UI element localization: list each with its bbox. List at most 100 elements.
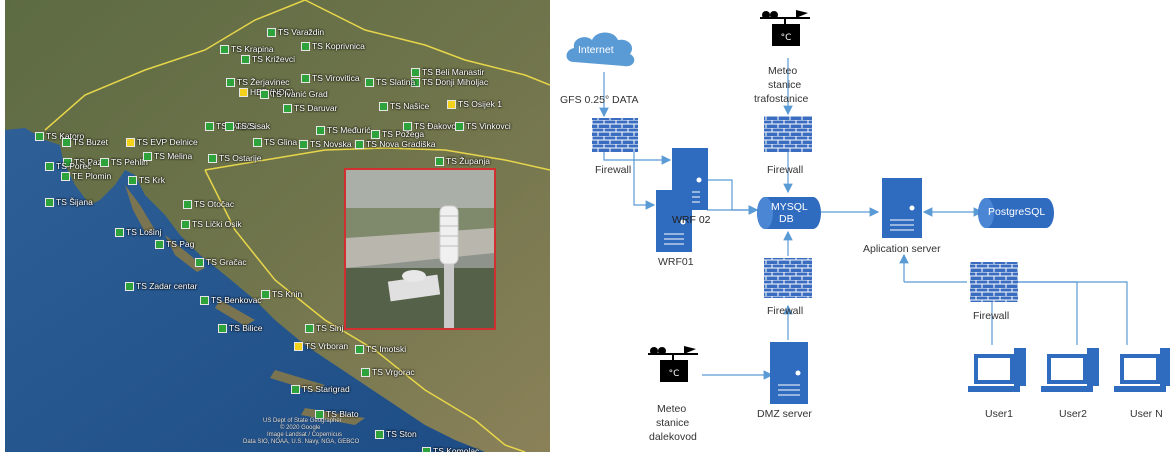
substation-marker-icon[interactable]: [301, 42, 310, 51]
substation-marker-icon[interactable]: [365, 78, 374, 87]
station-label: TS Požega: [382, 129, 425, 139]
substation-marker-icon[interactable]: [267, 28, 276, 37]
substation-marker-icon[interactable]: [411, 68, 420, 77]
firewall-icon: [764, 258, 812, 298]
substation-marker-icon[interactable]: [435, 157, 444, 166]
dmz-server-label: DMZ server: [757, 408, 812, 420]
substation-marker-icon[interactable]: [301, 74, 310, 83]
wrf02-label: WRF 02: [672, 214, 711, 226]
station-label: TS Našice: [390, 101, 430, 111]
substation-marker-icon[interactable]: [35, 132, 44, 141]
meteo-bottom-line3: dalekovod: [649, 431, 697, 443]
gfs-data-label: GFS 0.25° DATA: [560, 94, 639, 106]
substation-yellow-marker-icon[interactable]: [294, 342, 303, 351]
substation-marker-icon[interactable]: [225, 122, 234, 131]
substation-marker-icon[interactable]: [403, 122, 412, 131]
substation-marker-icon[interactable]: [315, 410, 324, 419]
substation-marker-icon[interactable]: [455, 122, 464, 131]
station-label: TS Sisak: [236, 121, 271, 131]
station-label: TS Vrboran: [305, 341, 349, 351]
user1-label: User1: [985, 408, 1014, 420]
station-label: TS Benkovac: [211, 295, 262, 305]
station-label: TS Đakovo: [414, 121, 457, 131]
substation-marker-icon[interactable]: [45, 198, 54, 207]
substation-marker-icon[interactable]: [226, 78, 235, 87]
database-icon: [978, 198, 1054, 228]
map-credit-1: US Dept of State Geographer: [263, 418, 342, 424]
substation-marker-icon[interactable]: [143, 152, 152, 161]
firewall-label-meteo: Firewall: [767, 164, 804, 176]
weather-station-photo: [344, 168, 496, 330]
substation-marker-icon[interactable]: [61, 172, 70, 181]
substation-marker-icon[interactable]: [183, 200, 192, 209]
substation-marker-icon[interactable]: [355, 345, 364, 354]
substation-marker-icon[interactable]: [305, 324, 314, 333]
weather-station-icon: °C: [648, 346, 698, 382]
app-server-label: Aplication server: [863, 243, 941, 255]
substation-marker-icon[interactable]: [241, 55, 250, 64]
station-label: TS Međurić: [327, 125, 371, 135]
station-label: TS Ostarije: [219, 153, 262, 163]
substation-marker-icon[interactable]: [379, 102, 388, 111]
station-label: TS Zadar centar: [136, 281, 198, 291]
substation-marker-icon[interactable]: [422, 447, 431, 452]
mysql-label-line2: DB: [779, 213, 794, 225]
station-label: TS Melina: [154, 151, 193, 161]
substation-marker-icon[interactable]: [181, 220, 190, 229]
substation-marker-icon[interactable]: [220, 45, 229, 54]
station-label: TS Blato: [326, 409, 359, 419]
database-icon: [757, 197, 821, 229]
station-label: TS Varaždin: [278, 27, 325, 37]
substation-yellow-marker-icon[interactable]: [239, 88, 248, 97]
postgres-label: PostgreSQL: [988, 206, 1046, 218]
substation-marker-icon[interactable]: [125, 282, 134, 291]
substation-marker-icon[interactable]: [375, 430, 384, 439]
substation-marker-icon[interactable]: [291, 385, 300, 394]
server-icon: [770, 342, 808, 404]
station-label: TS Ivanić Grad: [271, 89, 328, 99]
station-label: TS Bilice: [229, 323, 263, 333]
substation-marker-icon[interactable]: [355, 140, 364, 149]
substation-marker-icon[interactable]: [316, 126, 325, 135]
station-label: TS Imotski: [366, 344, 407, 354]
substation-marker-icon[interactable]: [261, 290, 270, 299]
station-label: TS Osijek 1: [458, 99, 502, 109]
substation-marker-icon[interactable]: [205, 122, 214, 131]
station-label: TS Županja: [446, 156, 490, 166]
substation-marker-icon[interactable]: [208, 154, 217, 163]
substation-yellow-marker-icon[interactable]: [126, 138, 135, 147]
station-label: TS Žerjavinec: [237, 77, 290, 87]
substation-marker-icon[interactable]: [260, 90, 269, 99]
station-label: TS Knin: [272, 289, 303, 299]
substation-marker-icon[interactable]: [411, 78, 420, 87]
substation-marker-icon[interactable]: [283, 104, 292, 113]
user-workstation-icon: [968, 348, 1026, 392]
station-label: TS Donji Miholjac: [422, 77, 489, 87]
station-label: TS Daruvar: [294, 103, 338, 113]
substation-yellow-marker-icon[interactable]: [447, 100, 456, 109]
substation-marker-icon[interactable]: [218, 324, 227, 333]
substation-marker-icon[interactable]: [128, 176, 137, 185]
meteo-bottom-line2: stanice: [656, 417, 690, 429]
substation-marker-icon[interactable]: [63, 158, 72, 167]
station-label: TS Starigrad: [302, 384, 350, 394]
substation-marker-icon[interactable]: [253, 138, 262, 147]
substation-marker-icon[interactable]: [200, 296, 209, 305]
substation-marker-icon[interactable]: [45, 162, 54, 171]
substation-marker-icon[interactable]: [115, 228, 124, 237]
substation-marker-icon[interactable]: [361, 368, 370, 377]
station-label: TS Virovitica: [312, 73, 360, 83]
substation-marker-icon[interactable]: [100, 158, 109, 167]
station-label: TS Slatina: [376, 77, 416, 87]
station-label: TS Otočac: [194, 199, 235, 209]
station-label: TS Šijana: [56, 197, 93, 207]
wrf01-label: WRF01: [658, 256, 694, 268]
substation-marker-icon[interactable]: [155, 240, 164, 249]
station-label: TS Vrgorac: [372, 367, 415, 377]
firewall-icon: [970, 262, 1018, 302]
user-n-label: User N: [1130, 408, 1163, 420]
substation-marker-icon[interactable]: [62, 138, 71, 147]
substation-marker-icon[interactable]: [371, 130, 380, 139]
substation-marker-icon[interactable]: [195, 258, 204, 267]
substation-marker-icon[interactable]: [299, 140, 308, 149]
